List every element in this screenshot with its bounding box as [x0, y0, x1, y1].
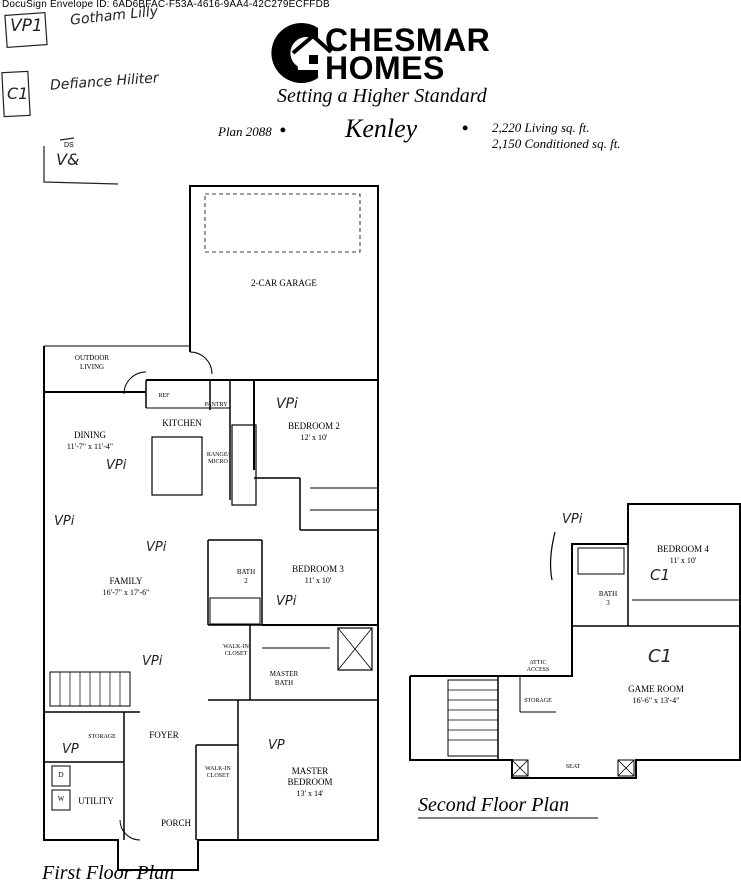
label-dryer: D	[58, 771, 64, 779]
first-floor-walls	[43, 185, 379, 871]
living-sqft: 2,220 Living sq. ft.	[492, 120, 590, 135]
plan-number: Plan 2088 •	[218, 120, 286, 140]
label-pantry: PANTRY	[204, 402, 228, 408]
handwritten-mark: C1	[648, 646, 673, 667]
separator-dot: •	[462, 118, 469, 138]
room-foyer: FOYER	[149, 730, 179, 740]
conditioned-sqft: 2,150 Conditioned sq. ft.	[492, 136, 621, 151]
room-porch: PORCH	[160, 818, 192, 828]
handwritten-mark: VPi	[142, 654, 163, 669]
handwritten-mark: VP	[62, 742, 79, 757]
handwritten-mark: VPi	[54, 514, 75, 529]
handwritten-initial-c1: C1	[7, 84, 29, 103]
docusign-label: DS	[64, 142, 74, 149]
handwritten-mark: C1	[650, 566, 671, 584]
square-footage: 2,220 Living sq. ft. 2,150 Conditioned s…	[492, 120, 621, 152]
handwritten-mark: VPi	[106, 458, 127, 473]
handwritten-mark: VPi	[276, 594, 297, 609]
room-kitchen: KITCHEN	[162, 418, 202, 428]
label-washer: W	[57, 795, 65, 803]
docusign-initials: V&	[56, 150, 80, 169]
room-garage: 2-CAR GARAGE	[251, 278, 317, 288]
brand-name-line1: CHESMAR	[325, 22, 491, 58]
room-utility: UTILITY	[78, 796, 114, 806]
envelope-id: DocuSign Envelope ID: 6AD6BFAC-F53A-4616…	[2, 0, 330, 10]
label-storage-2: STORAGE	[524, 698, 552, 704]
first-floor-title: First Floor Plan	[42, 862, 175, 884]
handwritten-mark: VPi	[146, 540, 167, 555]
label-storage: STORAGE	[88, 734, 116, 740]
label-ref: REF	[158, 393, 170, 399]
chesmar-logo-mark	[271, 23, 333, 84]
handwritten-mark: VPi	[562, 512, 583, 527]
label-seat: SEAT	[565, 764, 581, 770]
second-floor-title: Second Floor Plan	[418, 794, 570, 816]
model-name: Kenley	[345, 114, 418, 143]
label-range-micro: RANGE/MICRO	[206, 452, 230, 465]
second-floor-walls	[409, 503, 741, 779]
handwritten-initials	[1, 12, 119, 185]
handwritten-mark: VPi	[276, 396, 298, 412]
brand-name-line2: HOMES	[325, 50, 445, 86]
handwritten-mark: VP	[268, 738, 285, 753]
handwritten-initial-vp1: VP1	[10, 16, 43, 36]
brand-tagline: Setting a Higher Standard	[277, 85, 487, 107]
